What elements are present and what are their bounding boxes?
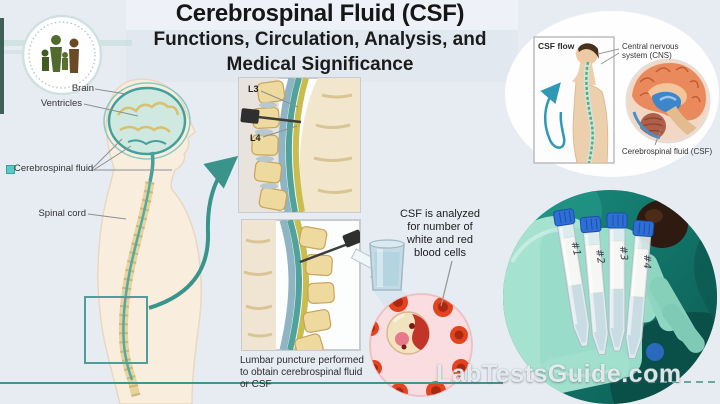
csf-flow-diagram: [505, 11, 719, 177]
page-subtitle-2: Medical Significance: [226, 54, 414, 75]
label-spinal-cord: Spinal cord: [38, 208, 86, 219]
analysis-note: CSF is analyzed for number of white and …: [388, 208, 492, 260]
label-csf-flow: CSF flow: [538, 41, 575, 51]
lumbar-highlight-box: [84, 296, 148, 364]
label-cns-line2: system (CNS): [622, 51, 672, 61]
label-cns-line1: Central nervous: [622, 42, 679, 51]
tube-label: #2: [593, 248, 606, 264]
analysis-line2: for number of: [407, 220, 473, 233]
test-tube-2: #2: [579, 215, 609, 356]
watermark: LabTestsGuide.com: [436, 360, 682, 388]
spine-detail-bottom: [241, 219, 394, 351]
csf-color-swatch: [6, 165, 15, 174]
test-tube-4: #4: [625, 219, 655, 360]
label-cns: Central nervous system (CNS): [622, 42, 708, 60]
label-l3: L3: [248, 84, 259, 94]
needle-icon: [240, 108, 302, 124]
zoom-arrow-icon: [148, 155, 239, 310]
lumbar-caption-line2: to obtain cerebrospinal fluid: [240, 367, 363, 378]
needle-icon: [299, 229, 360, 264]
tube-label: #3: [617, 245, 629, 260]
analysis-line3: white and red: [406, 233, 474, 246]
blood-cells-magnifier: [369, 260, 473, 397]
label-csf-inset: Cerebrospinal fluid (CSF): [621, 147, 713, 156]
body-silhouette-illustration: [83, 78, 202, 404]
page-subtitle-1: Functions, Circulation, Analysis, and: [153, 29, 487, 50]
tube-label: #4: [641, 254, 652, 269]
lumbar-caption-line1: Lumbar puncture performed: [240, 355, 364, 366]
page-title: Cerebrospinal Fluid (CSF): [175, 0, 465, 27]
label-ventricles: Ventricles: [40, 98, 82, 109]
csf-flow-arrow-icon: [540, 82, 566, 149]
analysis-line4: blood cells: [414, 246, 466, 259]
test-tube-1: #1: [553, 208, 590, 348]
label-l4: L4: [250, 133, 261, 143]
white-blood-cell-icon: [386, 311, 430, 355]
analysis-line1: CSF is analyzed: [399, 208, 481, 220]
lumbar-caption-line3: or CSF: [240, 379, 272, 390]
spine-detail-top: [238, 77, 361, 213]
specimen-cup-icon: [369, 239, 440, 324]
brain-inset-icon: [625, 58, 711, 146]
test-tube-3: #3: [606, 212, 629, 352]
label-brain: Brain: [71, 83, 94, 94]
label-cerebrospinal-fluid: Cerebrospinal fluid: [14, 163, 94, 174]
family-logo-icon: [21, 14, 103, 96]
tube-label: #1: [568, 240, 582, 257]
